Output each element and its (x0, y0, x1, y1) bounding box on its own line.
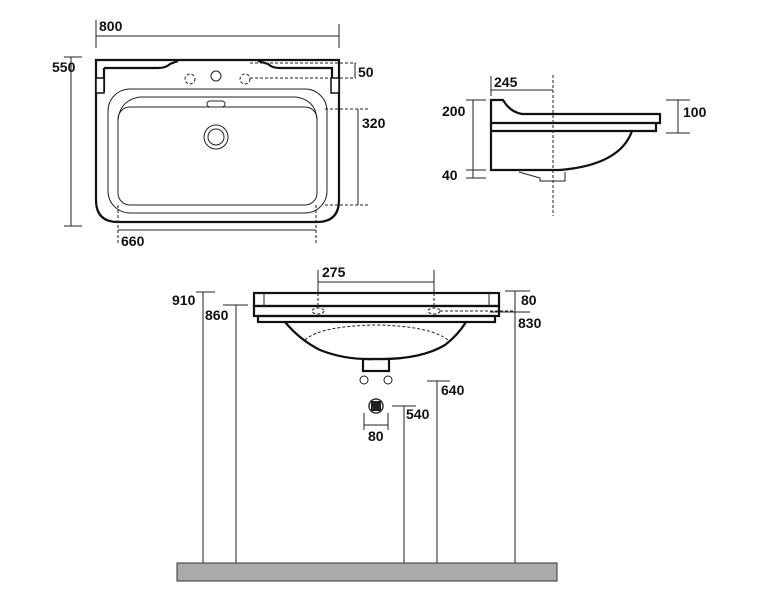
dimension-860: 860 (205, 304, 248, 563)
waste-outlet-icon (368, 398, 384, 414)
tap-hole-left (184, 73, 196, 85)
side-view: 245 200 40 100 (442, 74, 707, 216)
tap-hole-right (239, 73, 251, 85)
dimension-50: 50 (250, 62, 374, 80)
dimension-80-830: 80 830 (490, 290, 542, 563)
supply-valve-left (359, 375, 369, 385)
label-80-slab: 80 (521, 292, 537, 308)
tap-hole-center (210, 70, 222, 82)
dimension-660: 660 (117, 205, 317, 249)
basin-outline (94, 58, 341, 224)
label-80-waste: 80 (368, 428, 384, 444)
label-910: 910 (172, 292, 196, 308)
top-view: 800 550 50 320 660 (52, 18, 386, 249)
dimension-640: 640 (427, 380, 465, 563)
dimension-550: 550 (52, 56, 82, 227)
dimension-100: 100 (666, 99, 707, 134)
dimension-800: 800 (95, 18, 340, 48)
label-540: 540 (406, 406, 430, 422)
label-860: 860 (205, 307, 229, 323)
floor (176, 562, 558, 582)
label-100: 100 (683, 104, 707, 120)
label-245: 245 (494, 74, 518, 90)
front-view: 275 910 860 80 830 640 540 80 (172, 264, 558, 582)
label-275: 275 (322, 264, 346, 280)
drain-icon (203, 124, 229, 150)
label-660: 660 (121, 233, 145, 249)
label-800: 800 (99, 18, 123, 34)
overflow-slot (206, 100, 226, 108)
label-50: 50 (358, 64, 374, 80)
supply-valve-right (383, 375, 393, 385)
label-640: 640 (441, 382, 465, 398)
dimension-245: 245 (490, 74, 553, 96)
dimension-275: 275 (317, 264, 435, 308)
dimension-320: 320 (325, 108, 386, 206)
dimension-910: 910 (172, 291, 215, 563)
label-550: 550 (52, 59, 76, 75)
label-40: 40 (442, 167, 458, 183)
dimension-200: 200 40 (442, 99, 486, 183)
dimension-80-waste: 80 (363, 413, 389, 444)
trap (361, 357, 391, 373)
label-830: 830 (518, 315, 542, 331)
dimension-540: 540 (392, 405, 430, 563)
label-200: 200 (442, 103, 466, 119)
label-320: 320 (362, 115, 386, 131)
